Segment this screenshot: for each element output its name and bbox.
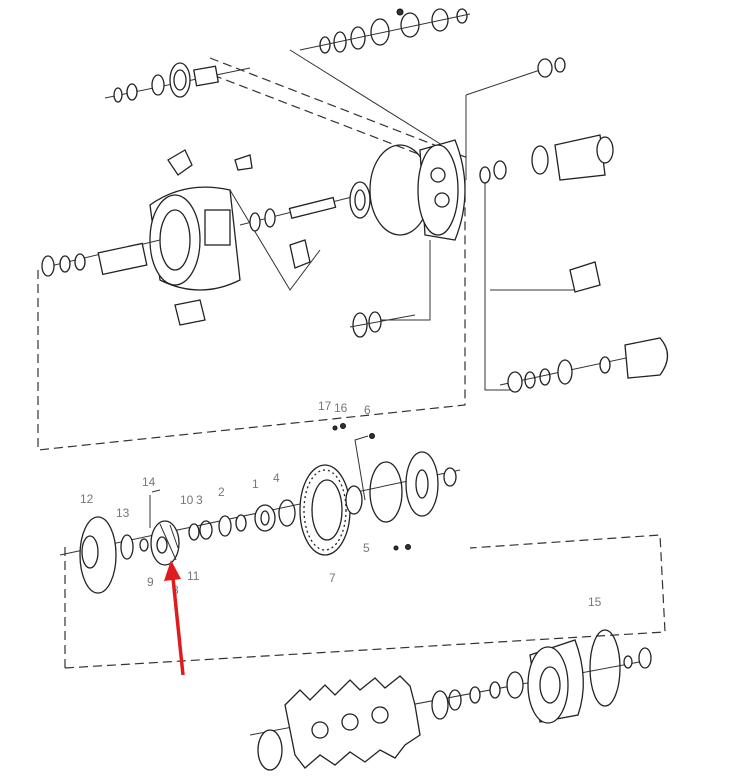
part-9-ring [139,538,149,552]
part-13-flange [120,534,134,560]
output-shaft-left [41,239,161,277]
part-15-o-ring [589,629,621,707]
label-5: 5 [363,541,370,555]
part-end-ring [443,467,457,487]
part-o-ring-large [369,461,403,523]
top-shaft-group [299,8,471,54]
upper-assembly [41,8,669,393]
label-1: 1 [252,477,259,491]
lower-assembly [59,423,461,594]
right-cover-group [479,57,614,293]
main-shaft [239,181,371,269]
part-5-ring [345,485,363,515]
small-gear-shaft [349,311,416,338]
label-13: 13 [116,506,130,520]
pump-group [499,337,669,393]
sprocket-plates [284,675,421,769]
part-15-housing [527,639,584,724]
part-1-hub [254,504,276,532]
part-12-torque-converter [79,516,117,594]
part-2-bearings [218,514,247,537]
transmission-case [417,139,466,241]
label-12: 12 [80,492,94,506]
part-stator [405,451,439,517]
part-8-impeller [150,520,180,566]
part-labels: 17 16 6 14 12 13 10 3 2 1 4 7 5 9 8 11 1… [80,399,602,609]
label-11: 11 [187,569,200,583]
label-14: 14 [142,475,156,489]
label-10: 10 [180,493,194,507]
clutch-housing [149,149,253,326]
label-4: 4 [273,471,280,485]
label-6: 6 [364,403,371,417]
part-7-pump-housing [299,464,351,556]
part-10-bearing [188,523,200,541]
bottom-flange [257,729,283,771]
label-7: 7 [329,571,336,585]
label-2: 2 [218,485,225,499]
part-4-o-ring [278,499,296,527]
label-16: 16 [334,401,348,415]
label-15: 15 [588,595,602,609]
input-gear-shaft [104,62,251,103]
label-17: 17 [318,399,332,413]
label-3: 3 [196,493,203,507]
label-9: 9 [147,575,154,589]
part-3-seal [199,520,213,540]
bottom-assembly [249,629,652,771]
part-14-bolt [149,489,161,528]
highlight-arrow [164,560,185,676]
